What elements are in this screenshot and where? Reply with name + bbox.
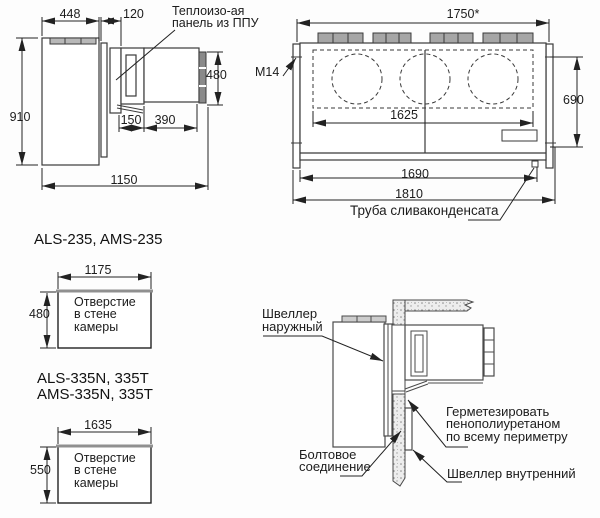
dim-1150: 1150 bbox=[110, 173, 138, 187]
dim-1635: 1635 bbox=[84, 418, 112, 432]
front-view-dimensions bbox=[282, 19, 583, 221]
end-grille bbox=[198, 51, 207, 104]
insulation-label-line2: панель из ППУ bbox=[172, 16, 259, 30]
wall-section-upper bbox=[392, 299, 406, 326]
m14-leader-line bbox=[282, 57, 297, 77]
opening-335-caption: Отверстие в стене камеры bbox=[74, 452, 136, 489]
seal-label-line2: пенополиуретаном bbox=[446, 416, 561, 431]
indoor-louver bbox=[410, 330, 428, 377]
indoor-drip-slant bbox=[404, 380, 428, 390]
louver-slot bbox=[125, 54, 137, 97]
fan-section-dashed bbox=[312, 49, 534, 109]
drip-tray-slant bbox=[116, 104, 144, 111]
dim-1625: 1625 bbox=[390, 108, 418, 122]
model-title-335-line2: AMS-335N, 335T bbox=[37, 386, 153, 403]
nameplate bbox=[501, 129, 538, 142]
evaporator-body bbox=[143, 47, 200, 103]
opening-235-caption: Отверстие в стене камеры bbox=[74, 296, 136, 333]
bolt-joint-label-line1: Болтовое bbox=[299, 447, 357, 462]
front-view-drawing bbox=[291, 32, 556, 169]
opening-235-caption-line1: Отверстие bbox=[74, 295, 136, 309]
fan-circle-1 bbox=[331, 53, 383, 105]
dim-480-opening: 480 bbox=[29, 307, 50, 321]
fan-circle-2 bbox=[399, 53, 451, 105]
outer-channel-label-line2: наружный bbox=[262, 319, 323, 334]
side-view-drawing bbox=[41, 37, 207, 166]
inner-channel-leader bbox=[412, 449, 462, 483]
dim-690: 690 bbox=[563, 93, 584, 107]
dim-448: 448 bbox=[59, 7, 81, 21]
outer-channel-leader bbox=[263, 335, 384, 362]
model-title-235: ALS-235, AMS-235 bbox=[34, 231, 163, 248]
bolt-leader bbox=[340, 430, 402, 477]
fan-circle-3 bbox=[467, 53, 519, 105]
opening-235-caption-line2: в стене bbox=[74, 307, 117, 322]
inner-channel-label: Швеллер внутренний bbox=[447, 466, 576, 481]
seal-label-line1: Герметезировать bbox=[446, 404, 550, 419]
wall-section-lower bbox=[392, 393, 406, 487]
outdoor-fins bbox=[341, 315, 387, 323]
opening-335-drawing bbox=[40, 427, 153, 504]
mount-bracket-left bbox=[292, 43, 301, 169]
condenser-fins-top bbox=[49, 37, 97, 45]
inner-channel bbox=[404, 407, 413, 451]
insulation-label-line1: Теплоизо-ая bbox=[172, 4, 245, 18]
seal-leader bbox=[407, 399, 468, 448]
dim-1750: 1750* bbox=[446, 7, 480, 21]
drain-pipe-label: Труба сливаконденсата bbox=[350, 203, 499, 218]
opening-235-caption-line3: камеры bbox=[74, 319, 119, 334]
opening-335-caption-line2: в стене bbox=[74, 463, 117, 478]
dim-1810: 1810 bbox=[395, 187, 423, 201]
dim-1690: 1690 bbox=[401, 167, 429, 181]
bolt-joint-label-line2: соединение bbox=[299, 459, 371, 474]
insulation-leader-line bbox=[115, 29, 176, 81]
dim-480-side: 480 bbox=[206, 68, 227, 82]
opening-335-caption-line1: Отверстие bbox=[74, 451, 136, 465]
bolt-size-label: M14 bbox=[255, 65, 280, 79]
dim-910: 910 bbox=[9, 110, 31, 124]
dim-120: 120 bbox=[123, 7, 144, 21]
drain-leader-line bbox=[468, 167, 535, 221]
unit-body-outline bbox=[41, 37, 100, 166]
opening-235-drawing bbox=[40, 272, 153, 349]
dim-150: 150 bbox=[120, 113, 142, 127]
side-view-dimensions bbox=[16, 17, 223, 190]
mount-bracket-right bbox=[545, 43, 554, 169]
rear-panel-strip bbox=[100, 42, 108, 158]
drain-outlet bbox=[531, 160, 539, 168]
outer-channel-label-line1: Швеллер bbox=[262, 306, 318, 321]
dim-390: 390 bbox=[154, 113, 176, 127]
front-body-outline bbox=[299, 42, 547, 161]
seal-label-line3: по всему периметру bbox=[446, 429, 568, 444]
condenser-fin-blocks bbox=[317, 32, 534, 44]
install-detail-leaders bbox=[263, 335, 468, 483]
ppu-insulation-panel bbox=[109, 47, 122, 114]
wall-tunnel bbox=[391, 324, 406, 395]
outdoor-unit-body bbox=[332, 321, 386, 448]
model-title-335-line1: ALS-335N, 335T bbox=[37, 370, 149, 387]
install-detail-drawing bbox=[332, 299, 495, 487]
opening-335-caption-line3: камеры bbox=[74, 475, 119, 490]
indoor-unit-body bbox=[404, 324, 484, 381]
dim-550-opening: 550 bbox=[30, 463, 51, 477]
dim-1175: 1175 bbox=[84, 263, 112, 277]
